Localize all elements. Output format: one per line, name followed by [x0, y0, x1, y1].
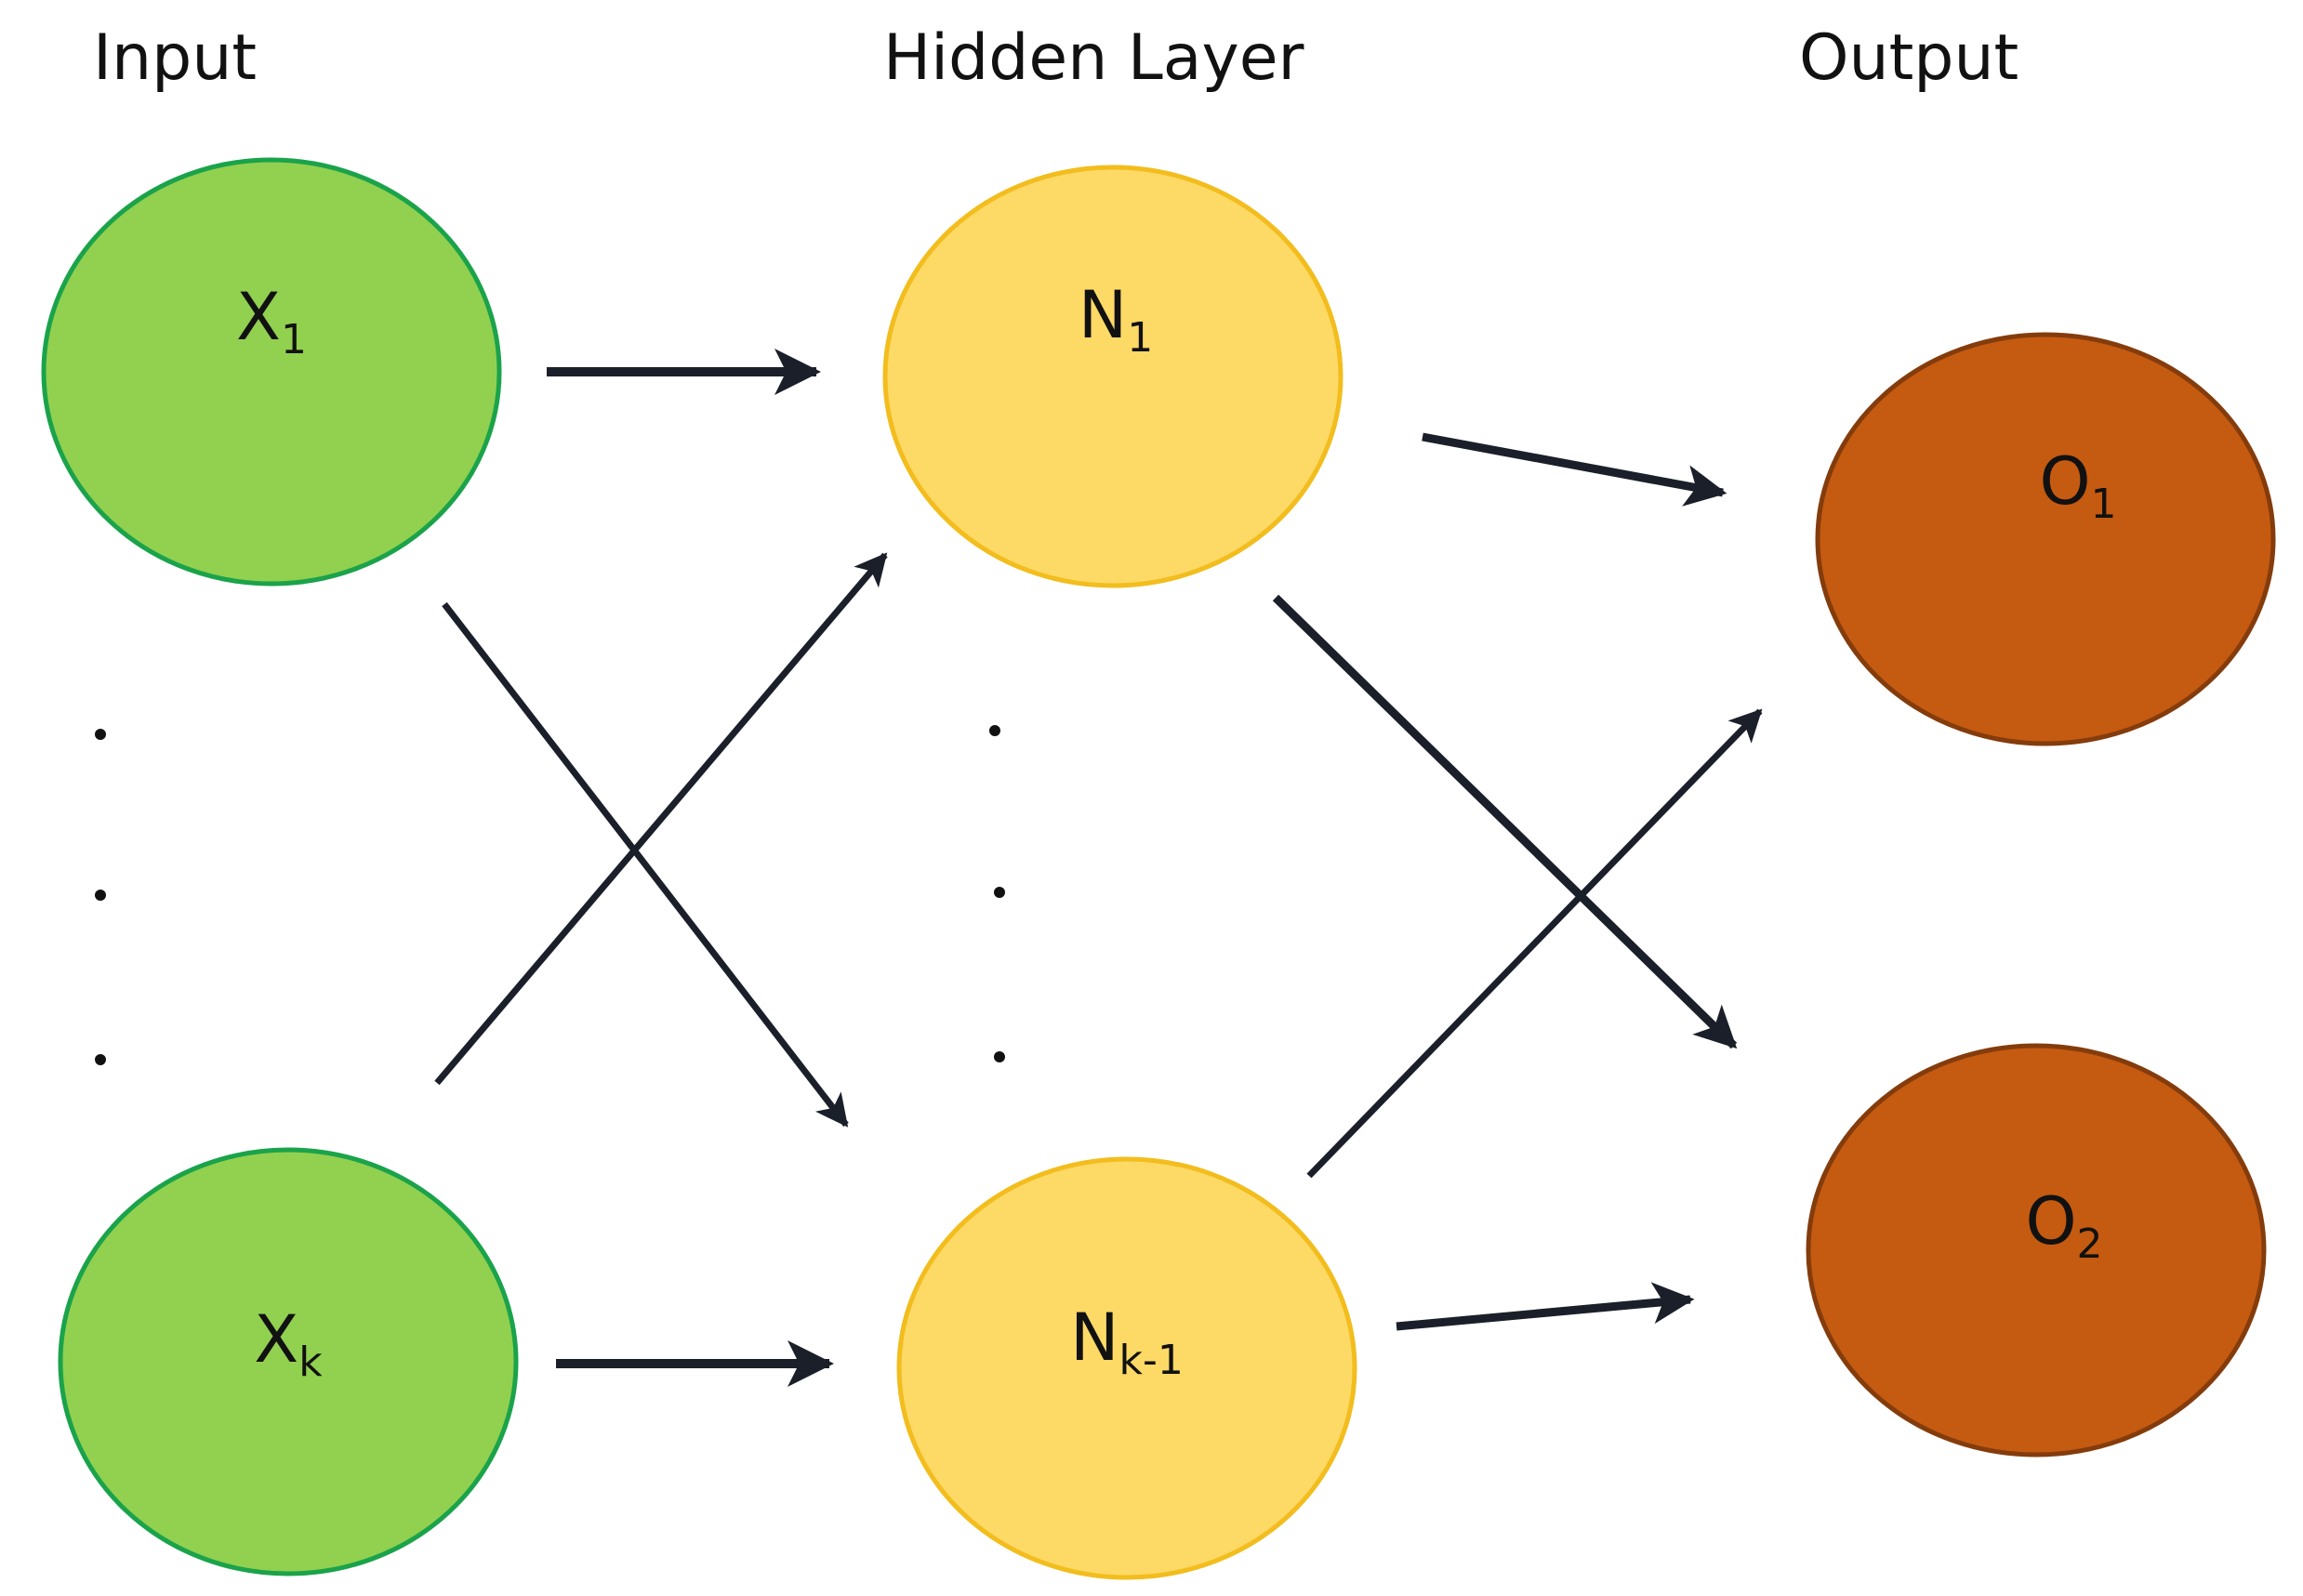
hidden-node-nk1: Nk-1 — [896, 1156, 1357, 1580]
input-node-x1-base: X — [236, 279, 281, 355]
hidden-node-nk1-circle — [896, 1156, 1357, 1580]
edge-nk1-o2 — [1396, 1282, 1695, 1331]
output-node-o2-circle — [1806, 1043, 2267, 1458]
hidden-node-n1-base: N — [1079, 277, 1127, 353]
output-node-o2: O2 — [1806, 1043, 2267, 1458]
hidden-ellipsis-dot — [989, 725, 1000, 736]
input-node-x1-subscript: 1 — [281, 316, 307, 363]
hidden-layer-title: Hidden Layer — [883, 21, 1304, 95]
output-node-o2-subscript: 2 — [2077, 1220, 2103, 1268]
edge-n1-o2 — [1272, 594, 1738, 1049]
output-node-o2-label: O2 — [2025, 1183, 2102, 1268]
hidden-node-n1: N1 — [882, 165, 1343, 588]
input-node-xk-base: X — [254, 1301, 298, 1378]
output-node-o1-subscript: 1 — [2091, 481, 2117, 528]
output-node-o1-base: O — [2039, 443, 2090, 520]
hidden-node-nk1-subscript: k-1 — [1119, 1337, 1184, 1384]
edge-n1-o1 — [1422, 432, 1727, 507]
edge-x1-nk1 — [442, 601, 849, 1128]
input-ellipsis-dot — [95, 1054, 106, 1065]
input-layer-title: Input — [93, 21, 257, 95]
input-node-xk-label: Xk — [254, 1301, 323, 1386]
input-ellipsis-dot — [95, 729, 106, 740]
input-node-xk: Xk — [58, 1147, 519, 1576]
hidden-node-nk1-label: Nk-1 — [1070, 1299, 1184, 1384]
input-node-x1-circle — [41, 157, 502, 587]
edges — [434, 349, 1763, 1387]
input-ellipsis — [95, 729, 106, 1065]
input-node-xk-circle — [58, 1147, 519, 1576]
edge-xk-n1 — [434, 552, 888, 1086]
output-node-o1-circle — [1815, 332, 2276, 746]
output-node-o1-label: O1 — [2039, 443, 2116, 528]
input-node-xk-subscript: k — [298, 1339, 323, 1386]
input-node-x1: X1 — [41, 157, 502, 587]
output-node-o1: O1 — [1815, 332, 2276, 746]
output-layer-title: Output — [1799, 21, 2018, 95]
edge-nk1-o1 — [1306, 708, 1763, 1179]
input-node-x1-label: X1 — [236, 279, 307, 363]
hidden-ellipsis-dot — [994, 887, 1005, 898]
hidden-node-n1-subscript: 1 — [1127, 314, 1153, 362]
hidden-node-n1-label: N1 — [1079, 277, 1153, 362]
hidden-node-nk1-base: N — [1070, 1299, 1118, 1376]
hidden-ellipsis — [989, 725, 1005, 1062]
output-node-o2-base: O — [2025, 1183, 2076, 1260]
hidden-ellipsis-dot — [994, 1051, 1005, 1062]
input-ellipsis-dot — [95, 890, 106, 901]
hidden-node-n1-circle — [882, 165, 1343, 588]
